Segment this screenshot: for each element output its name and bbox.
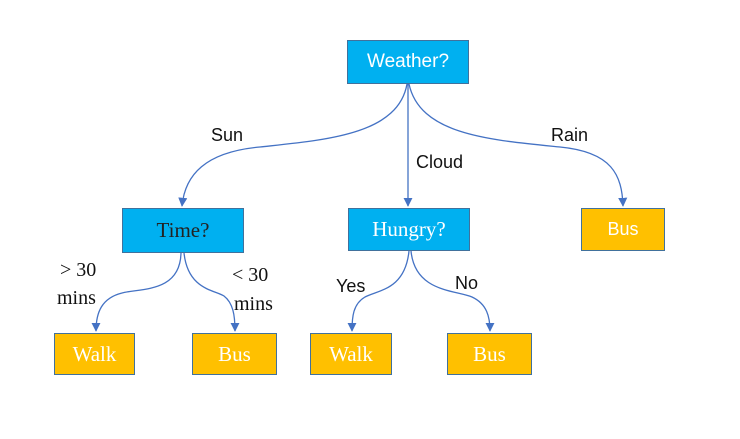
node-bus-hungry: Bus: [447, 333, 532, 375]
node-hungry: Hungry?: [348, 208, 470, 251]
edge-label-gt30-line2: mins: [57, 287, 96, 309]
node-bus-rain: Bus: [581, 208, 665, 251]
edge-label-lt30-line1: < 30: [232, 264, 269, 286]
edge-label-cloud: Cloud: [416, 152, 464, 172]
edge-label-sun: Sun: [211, 125, 244, 145]
edge-label-lt30-line2: mins: [234, 293, 273, 315]
node-weather: Weather?: [347, 40, 469, 84]
edge-no: [410, 250, 495, 332]
edge-lt30: [183, 252, 240, 332]
edge-label-no: No: [455, 273, 479, 293]
node-bus-time: Bus: [192, 333, 277, 375]
edge-label-gt30-line1: > 30: [60, 259, 97, 281]
edge-sun: [178, 83, 408, 207]
node-time: Time?: [122, 208, 244, 253]
edge-label-yes: Yes: [336, 276, 366, 296]
node-walk-hungry: Walk: [310, 333, 392, 375]
node-walk-time: Walk: [54, 333, 135, 375]
edge-label-rain: Rain: [551, 125, 589, 145]
edge-yes: [347, 250, 410, 332]
edge-rain: [408, 83, 628, 207]
edge-gt30: [91, 252, 182, 332]
